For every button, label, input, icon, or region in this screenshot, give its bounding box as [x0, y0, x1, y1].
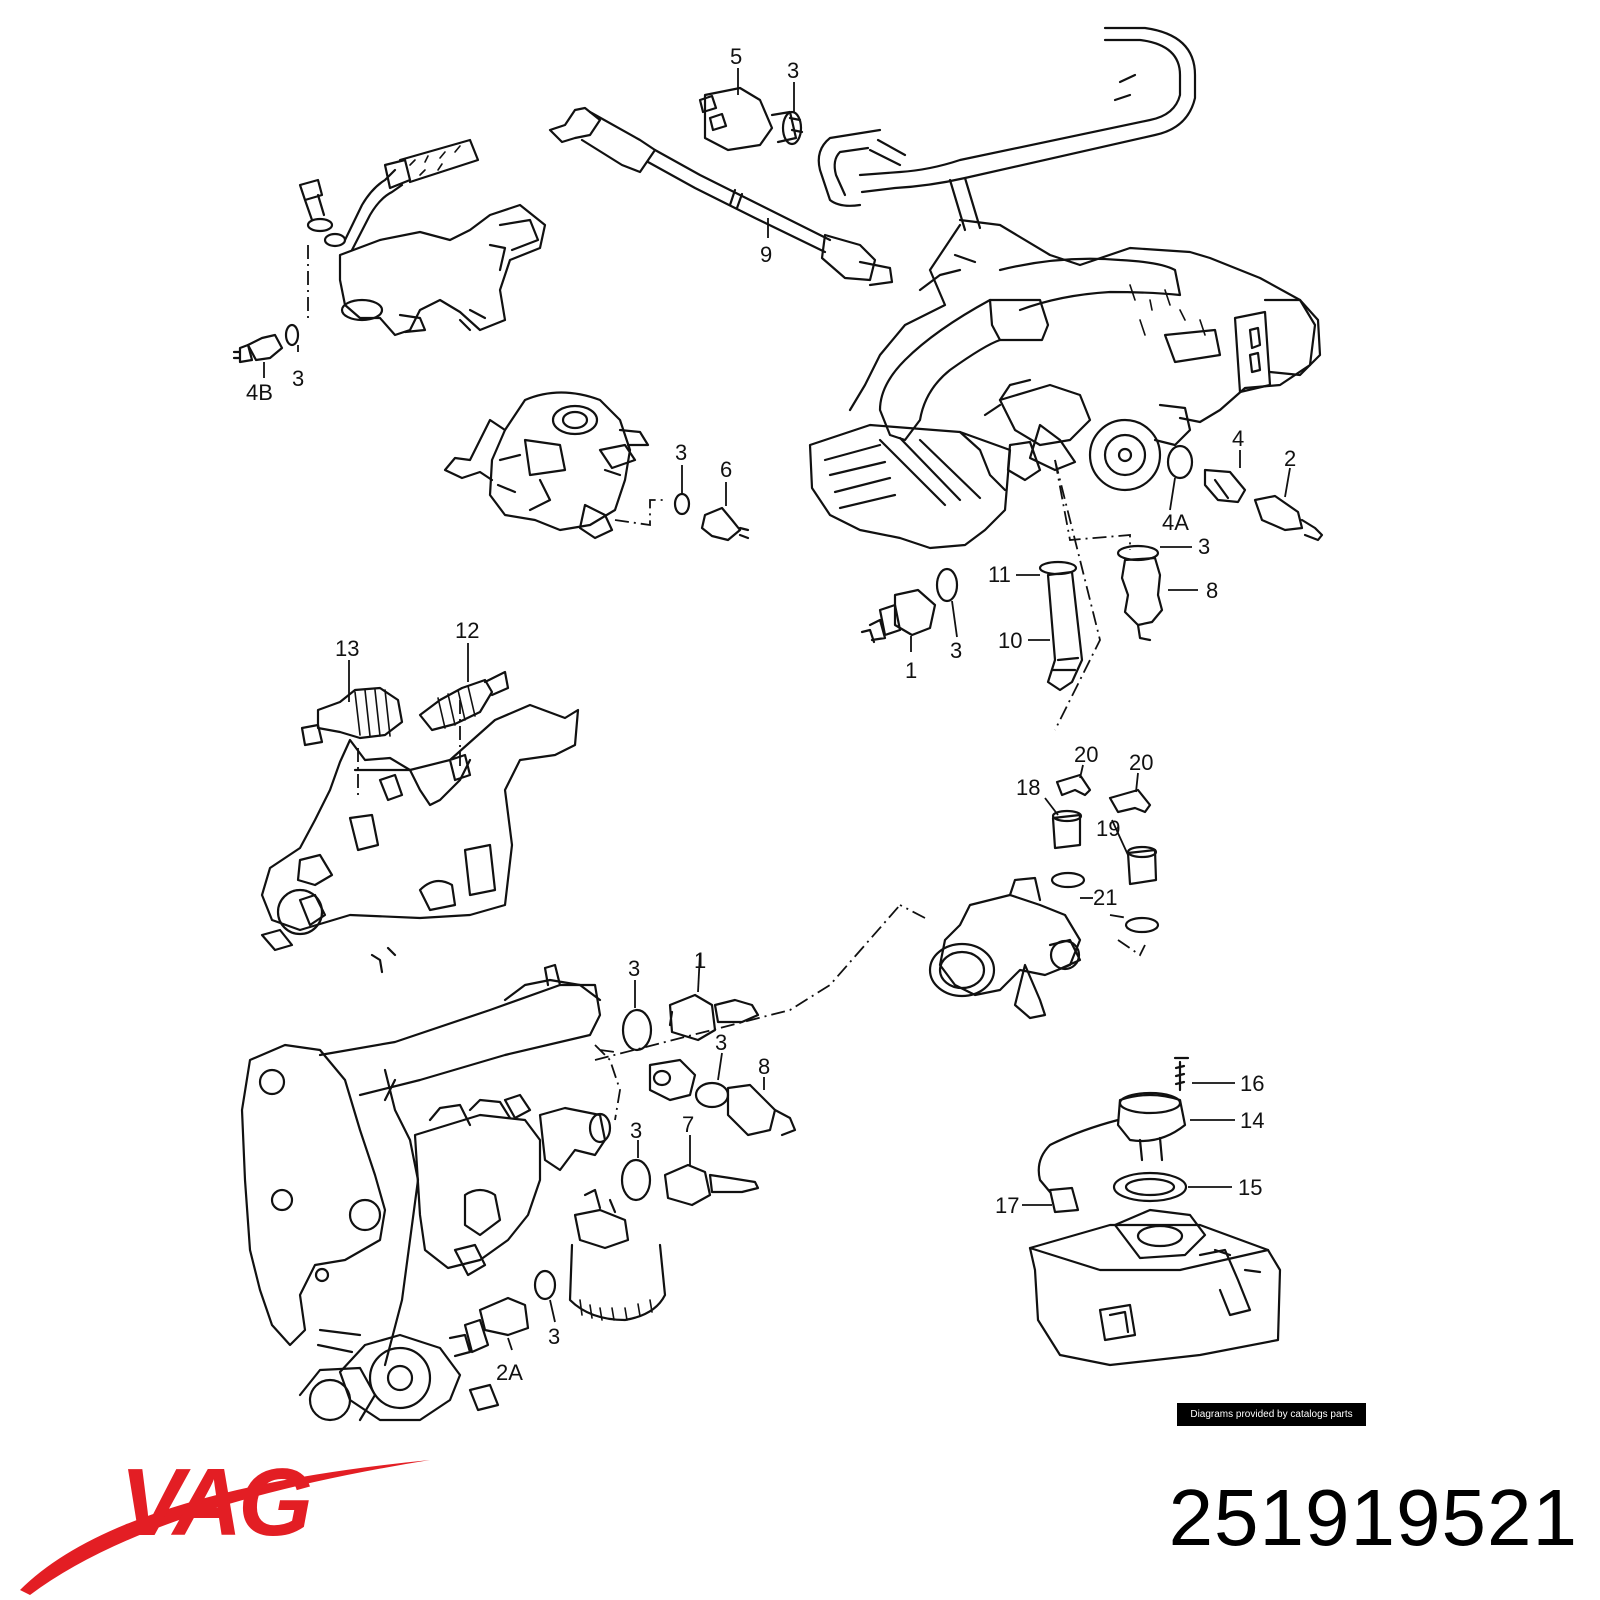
callout-4a: 4A — [1162, 510, 1189, 535]
callout-3: 3 — [292, 366, 304, 391]
callout-10: 10 — [998, 628, 1022, 653]
callout-1: 1 — [905, 658, 917, 683]
engine-block-top — [808, 218, 1322, 731]
injection-pump — [260, 670, 580, 974]
sender-5 — [698, 86, 804, 152]
callout-4b: 4B — [246, 380, 273, 405]
callout-9: 9 — [760, 242, 772, 267]
callout-3: 3 — [1198, 534, 1210, 559]
carburettor — [443, 391, 665, 540]
callout-16: 16 — [1240, 1071, 1264, 1096]
callout-17: 17 — [995, 1193, 1019, 1218]
callout-13: 13 — [335, 636, 359, 661]
logo-wordmark: VAG — [120, 1449, 310, 1556]
callout-7: 7 — [682, 1112, 694, 1137]
callout-8: 8 — [1206, 578, 1218, 603]
part-number: 251919521 — [1168, 1473, 1578, 1562]
callout-labels: 5 3 9 4B 3 3 6 4 2 4A 3 11 8 10 1 3 13 1… — [246, 44, 1296, 1385]
callout-6: 6 — [720, 457, 732, 482]
leader-lines — [263, 68, 1291, 1351]
callout-3: 3 — [787, 58, 799, 83]
callout-5: 5 — [730, 44, 742, 69]
engine-block-bottom — [240, 904, 901, 1422]
callout-19: 19 — [1096, 816, 1120, 841]
diagram-credit-label: Diagrams provided by catalogs parts — [1177, 1403, 1366, 1426]
sender-2a — [448, 1269, 557, 1358]
callout-3: 3 — [630, 1118, 642, 1143]
callout-18: 18 — [1016, 775, 1040, 800]
callout-21: 21 — [1093, 885, 1117, 910]
callout-1: 1 — [694, 948, 706, 973]
sender-1b — [621, 993, 760, 1052]
sender-7 — [620, 1158, 760, 1207]
sender-6 — [673, 492, 750, 542]
sender-1a — [860, 567, 959, 644]
sender-4 — [1166, 444, 1247, 504]
callout-12: 12 — [455, 618, 479, 643]
callout-3: 3 — [715, 1030, 727, 1055]
pipe-assembly — [817, 26, 1197, 232]
callout-3: 3 — [628, 956, 640, 981]
sender-2 — [1253, 494, 1324, 542]
callout-15: 15 — [1238, 1175, 1262, 1200]
callout-3: 3 — [675, 440, 687, 465]
sender-8a — [1116, 544, 1164, 642]
callout-2a: 2A — [496, 1360, 523, 1385]
callout-11: 11 — [988, 562, 1011, 587]
callout-2: 2 — [1284, 446, 1296, 471]
callout-4: 4 — [1232, 426, 1244, 451]
vag-logo: VAG — [20, 1449, 430, 1595]
sender-8b — [648, 1058, 797, 1137]
callout-14: 14 — [1240, 1108, 1264, 1133]
sender-10 — [1038, 560, 1084, 692]
cable-9 — [548, 106, 894, 287]
thermostat-housing — [899, 773, 1160, 1020]
callout-3: 3 — [548, 1324, 560, 1349]
callout-20: 20 — [1129, 750, 1153, 775]
flange-housing — [298, 138, 547, 337]
oil-level-sender — [1028, 1056, 1282, 1367]
callout-8: 8 — [758, 1054, 770, 1079]
callout-20: 20 — [1074, 742, 1098, 767]
callout-3: 3 — [950, 638, 962, 663]
sender-4b — [232, 323, 300, 364]
